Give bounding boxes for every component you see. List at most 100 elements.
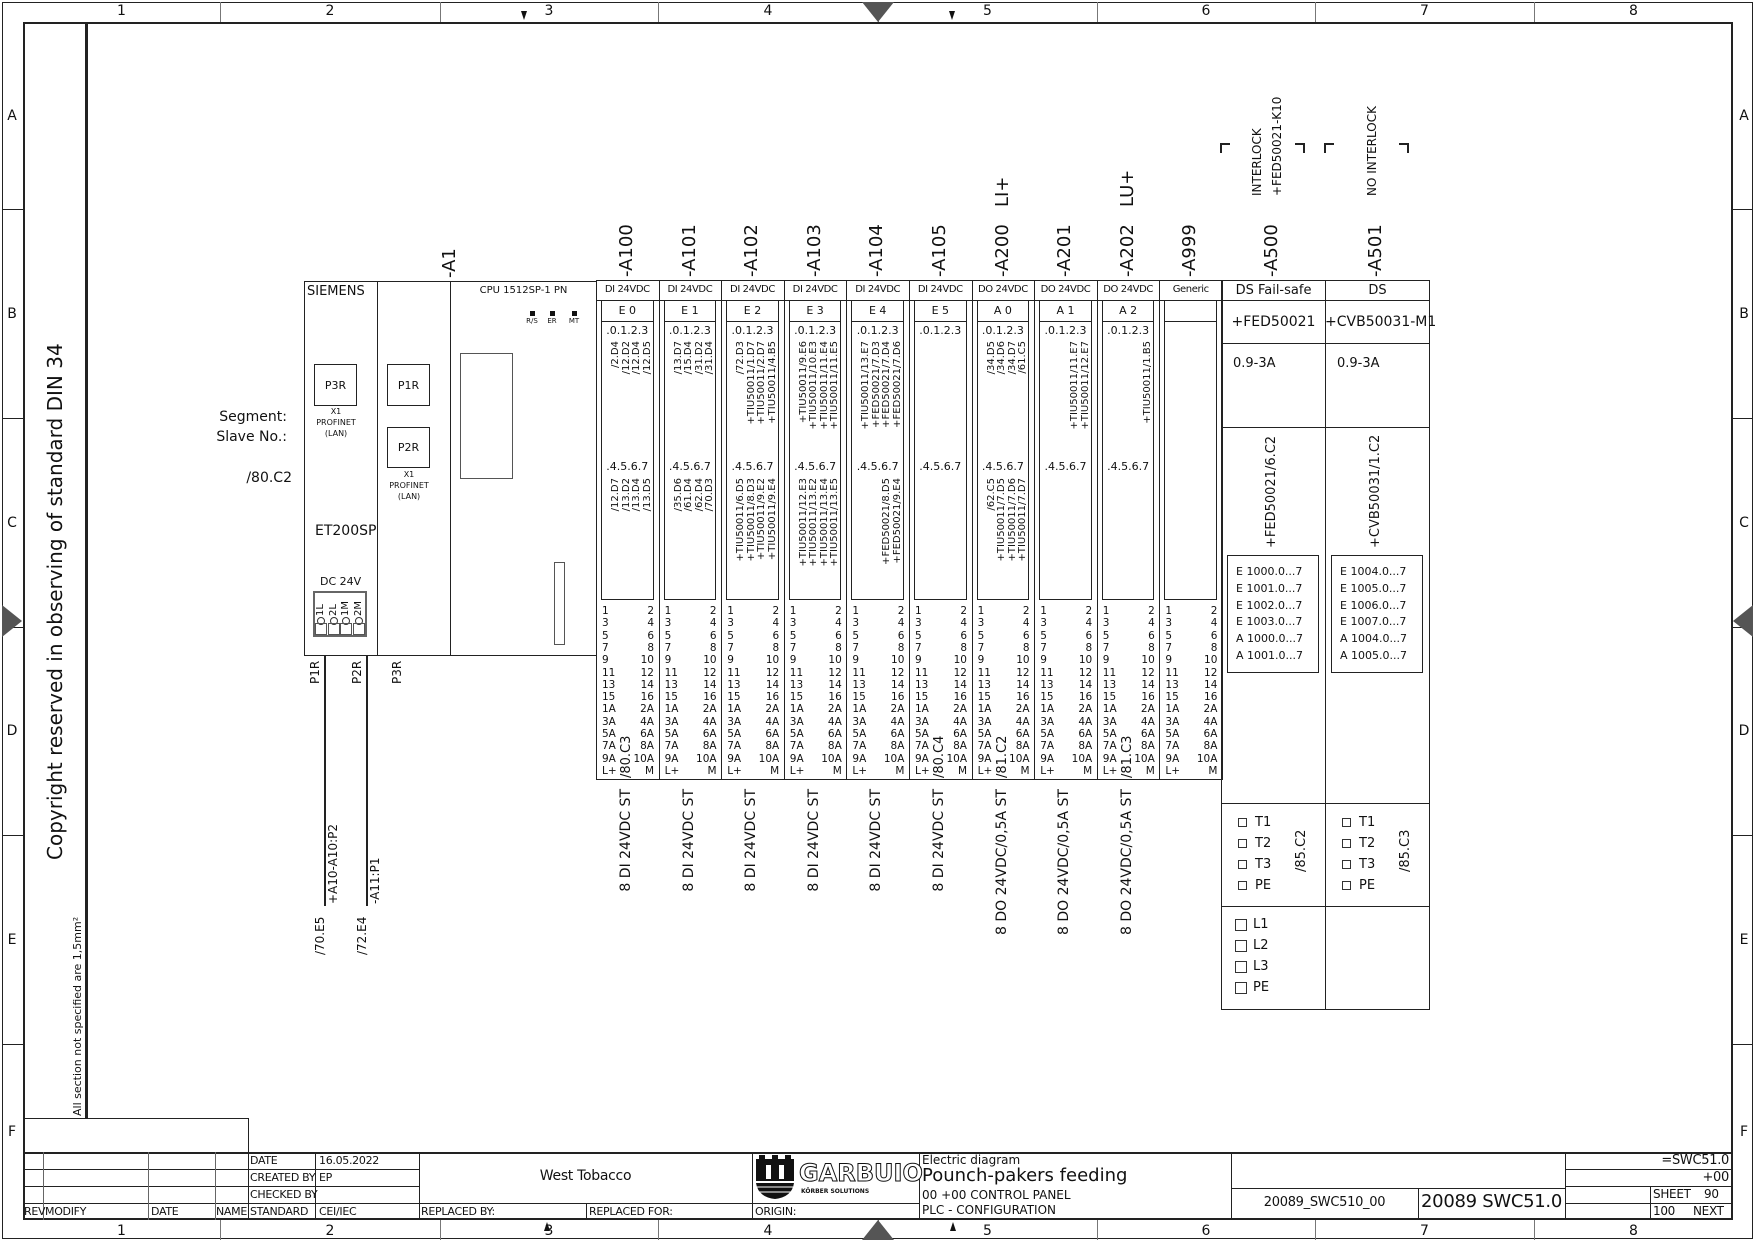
next-label[interactable]: NEXT (1693, 1204, 1724, 1218)
terminal-number: 1 (664, 605, 672, 617)
channel-xref[interactable]: /12.D4 (631, 341, 642, 375)
starter-ref[interactable]: +FED50021/6.C2 (1264, 435, 1279, 548)
channel-xref[interactable]: /31.D4 (704, 341, 716, 375)
terminal-number: 15 (852, 691, 866, 704)
terminal-number: 7A (1102, 740, 1117, 753)
terminal-number: 13 (1165, 678, 1179, 691)
p2r-cable[interactable] (366, 656, 368, 906)
siemens-label: SIEMENS (307, 284, 365, 299)
terminal-number: 8A (765, 740, 780, 753)
date-label: DATE (250, 1154, 278, 1167)
port-p2r[interactable]: P2R (387, 427, 430, 468)
module-supply-label: LI+ (991, 176, 1013, 207)
column-number-top: 2 (325, 3, 335, 19)
input-terminal[interactable]: PE (1235, 981, 1269, 994)
output-terminal[interactable]: T3 (1342, 858, 1375, 871)
channel-xref[interactable]: /2.D4 (610, 341, 621, 368)
name-header: NAME (216, 1205, 247, 1218)
p2r-xref[interactable]: /72.E4 (355, 916, 369, 955)
output-terminal[interactable]: T2 (1342, 837, 1375, 850)
date-value: 16.05.2022 (319, 1154, 379, 1167)
terminal-number: 12 (1204, 666, 1218, 679)
port-p1r[interactable]: P1R (387, 364, 430, 406)
terminal-number: 10 (891, 654, 905, 667)
terminal-box-icon (1235, 960, 1247, 973)
channel-xref[interactable]: /61.C5 (1017, 341, 1029, 374)
terminal-circle-icon (329, 617, 338, 625)
terminal-number: 10A (696, 752, 717, 765)
p1r-cable[interactable] (324, 656, 326, 906)
terminal-number: M (1145, 764, 1155, 777)
channel-xref[interactable]: +TIU50011/13.E5 (829, 478, 841, 567)
channel-xref[interactable]: /70.D3 (704, 478, 716, 512)
io-module-body[interactable] (1159, 280, 1223, 780)
channel-xref[interactable]: +TIU50011/11.E5 (829, 341, 841, 430)
channel-xref[interactable]: +TIU50011/1.B5 (1142, 341, 1154, 424)
module-xref[interactable]: /81.C3 (1119, 734, 1135, 778)
p1r-xref[interactable]: /70.E5 (313, 916, 327, 955)
p1r-target: +A10-A10:P2 (326, 824, 340, 904)
channel-xref[interactable]: /13.D5 (641, 478, 653, 512)
channel-xref[interactable]: +FED50021/7.D6 (891, 341, 903, 428)
output-xref[interactable]: /85.C3 (1398, 829, 1413, 872)
module-xref[interactable]: /80.C3 (619, 734, 634, 778)
output-xref[interactable]: /85.C2 (1294, 829, 1309, 872)
terminal-number: 16 (703, 691, 717, 704)
output-terminal[interactable]: T1 (1238, 816, 1271, 829)
terminal-number: 7 (915, 641, 922, 654)
channel-xref[interactable]: /13.D4 (631, 478, 642, 512)
starter-device: +CVB50031-M1 (1325, 314, 1437, 330)
channel-xref[interactable]: /12.D7 (610, 478, 621, 512)
input-terminal[interactable]: L1 (1235, 918, 1269, 931)
power-terminal-label: 1L (315, 604, 326, 616)
input-terminal[interactable]: L3 (1235, 960, 1269, 973)
bracket-left-icon (1324, 143, 1334, 153)
output-terminal[interactable]: PE (1238, 879, 1271, 892)
terminal-number: 3 (1102, 617, 1110, 630)
channel-xref[interactable]: +TIU50011/9.E4 (766, 478, 778, 561)
next-sheet-number[interactable]: 100 (1653, 1204, 1676, 1218)
channel-xref[interactable]: +TIU50011/4.B5 (766, 341, 778, 424)
starter-row-line (1325, 300, 1430, 301)
starter-ref[interactable]: +CVB50031/1.C2 (1368, 434, 1383, 548)
channel-xref[interactable]: +TIU50011/7.D7 (1017, 478, 1029, 562)
terminal-number: M (895, 764, 905, 777)
port-p3r-label: P3R (324, 378, 347, 392)
io-address: E 1001.0...7 (1236, 581, 1303, 595)
starter-body[interactable] (1325, 280, 1430, 1010)
channel-xref[interactable]: /12.D5 (641, 341, 653, 375)
terminal-number: 9A (664, 752, 679, 765)
led-label: ER (547, 317, 557, 325)
io-address-box (1331, 555, 1423, 673)
sheet-number[interactable]: 90 (1704, 1187, 1719, 1201)
channel-xref[interactable]: +FED50021/9.E4 (891, 478, 903, 564)
terminal-number: 10 (1078, 654, 1093, 667)
terminal-number: 7 (1102, 641, 1110, 654)
input-terminal[interactable]: L2 (1235, 939, 1269, 952)
terminal-number: 4A (827, 715, 842, 728)
channels-low: .0.1.2.3 (731, 324, 774, 337)
terminal-number: 7A (852, 740, 867, 753)
terminal-number: 12 (1016, 666, 1030, 679)
terminal-number: 2A (1078, 703, 1093, 716)
terminal-number: 8 (709, 641, 717, 654)
terminal-number: 7A (1165, 740, 1180, 753)
output-terminal[interactable]: T3 (1238, 858, 1271, 871)
terminal-number: 7 (1040, 641, 1047, 654)
terminal-number: 16 (640, 691, 654, 704)
center-marker-right (1733, 605, 1753, 637)
tb-col-line (586, 1203, 587, 1220)
channel-xref[interactable]: +TIU50011/12.E7 (1079, 341, 1091, 430)
drawing-subtitle-2: PLC - CONFIGURATION (922, 1203, 1057, 1217)
port-p3r[interactable]: P3R (314, 364, 357, 406)
terminal-circle-icon (354, 617, 363, 625)
tb-col-line (315, 1152, 316, 1220)
output-terminal[interactable]: PE (1342, 879, 1375, 892)
module-xref[interactable]: /80.C4 (932, 734, 947, 778)
output-terminal[interactable]: T2 (1238, 837, 1271, 850)
terminal-number: 16 (828, 691, 842, 704)
module-xref[interactable]: /81.C2 (994, 734, 1010, 778)
terminal-number: L+ (1040, 764, 1055, 777)
output-terminal[interactable]: T1 (1342, 816, 1375, 829)
starter-row-line (1221, 803, 1326, 804)
